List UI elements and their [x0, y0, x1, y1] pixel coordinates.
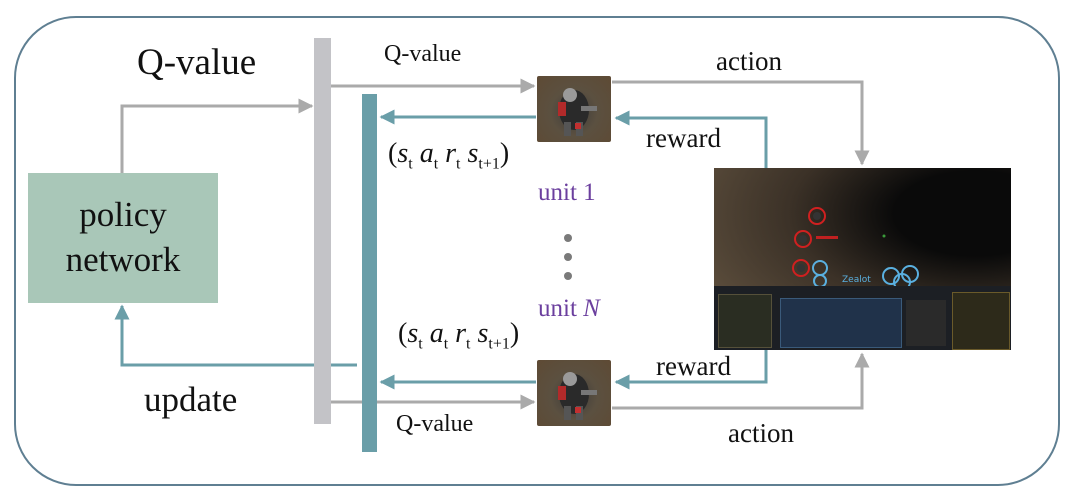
tuple-s: s	[397, 138, 409, 169]
rl-diagram: policy network Q-value Q-value Q-value a…	[14, 16, 1060, 486]
battle-scene-icon	[792, 207, 919, 291]
game-screen: Zealot	[714, 168, 1011, 350]
zealot-label: Zealot	[842, 275, 871, 285]
reward-bottom-label: reward	[656, 351, 731, 381]
command-card	[952, 292, 1010, 350]
tuple-sub: t	[433, 155, 439, 173]
tuple-sub-next: t+1	[488, 335, 510, 353]
qvalue-bus-bar	[314, 38, 331, 424]
action-top-arrow	[612, 80, 870, 166]
tuple-sub: t	[408, 155, 413, 173]
tuple-s-next: s	[467, 138, 479, 169]
unit-n-prefix: unit	[538, 295, 584, 322]
reward-top-arrow	[614, 110, 768, 168]
tuple-sub: t	[443, 335, 449, 353]
tuple-sub: t	[456, 155, 461, 173]
reward-bottom-arrow	[614, 350, 768, 390]
tuple-r: r	[455, 318, 467, 349]
minimap	[718, 294, 772, 348]
marine-icon	[558, 88, 597, 136]
tuple-r: r	[445, 138, 457, 169]
unit-n-sprite	[537, 360, 611, 426]
unit-1-sprite	[537, 76, 611, 142]
policy-network-box: policy network	[28, 173, 218, 303]
qvalue-left-label: Q-value	[137, 42, 257, 83]
unit-panel	[780, 298, 902, 348]
action-bottom-label: action	[728, 418, 794, 448]
tuple-sub-next: t+1	[478, 155, 500, 173]
marine-icon	[558, 372, 597, 420]
update-label: update	[144, 380, 238, 419]
policy-network-line2: network	[65, 240, 181, 279]
tuple-s-next: s	[477, 318, 489, 349]
ellipsis-dots	[564, 234, 572, 291]
qvalue-bottom-label: Q-value	[396, 411, 474, 437]
policy-network-line1: policy	[79, 195, 167, 235]
tuple-s: s	[407, 318, 419, 349]
portrait	[906, 300, 946, 346]
tuple-sub: t	[418, 335, 423, 353]
tuple-open: (	[398, 318, 408, 349]
qvalue-top-label: Q-value	[384, 41, 462, 67]
update-arrow	[114, 304, 357, 367]
experience-tuple-bottom: (st at rt st+1)	[398, 320, 519, 353]
unit-n-variable: N	[583, 295, 600, 322]
experience-tuple-top: (st at rt st+1)	[388, 140, 509, 173]
unit-n-label: unit N	[538, 296, 600, 321]
tuple-close: )	[509, 318, 520, 349]
action-bottom-arrow	[612, 352, 870, 410]
tuple-a: a	[419, 138, 434, 169]
tuple-close: )	[499, 138, 510, 169]
tuple-a: a	[429, 318, 444, 349]
tuple-open: (	[388, 138, 398, 169]
action-top-label: action	[716, 46, 782, 76]
tuple-sub: t	[466, 335, 471, 353]
reward-top-label: reward	[646, 123, 721, 153]
policy-to-bar-arrow	[120, 98, 314, 173]
unit-1-label: unit 1	[538, 179, 596, 206]
connector-arrows	[114, 78, 870, 410]
experience-bus-bar	[362, 94, 377, 452]
game-hud	[714, 286, 1011, 350]
